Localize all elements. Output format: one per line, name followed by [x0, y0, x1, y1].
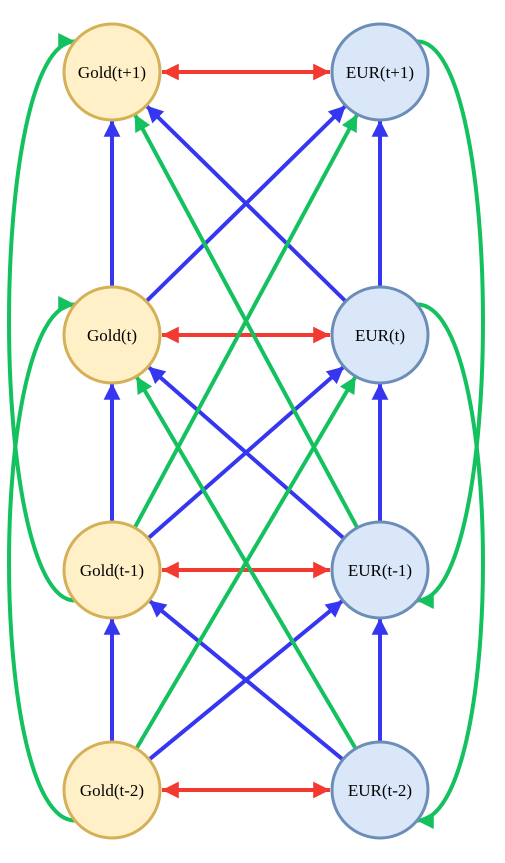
- edge-eur_tm1-to-gold_t: [146, 365, 346, 540]
- node-label-gold_t1: Gold(t+1): [78, 63, 146, 82]
- edge-gold_tm2-to-gold_t: [7, 296, 76, 823]
- edge-eur_tm2-to-gold_tm1: [147, 598, 345, 762]
- node-label-eur_tm1: EUR(t-1): [348, 561, 412, 580]
- edge-eur_t1-to-eur_tm1: [416, 39, 485, 609]
- edge-eur_t-to-eur_tm2: [416, 302, 485, 829]
- node-eur_tm1: EUR(t-1): [330, 520, 430, 620]
- node-label-gold_tm2: Gold(t-2): [80, 781, 144, 800]
- node-gold_tm1: Gold(t-1): [62, 520, 162, 620]
- node-label-gold_tm1: Gold(t-1): [80, 561, 144, 580]
- nodes-layer: Gold(t+1) EUR(t+1) Gold(t) EUR(t) Gold(t-1) E…: [62, 22, 430, 840]
- node-circle-eur_tm1: [330, 520, 430, 620]
- edge-eur_t-to-gold_t1: [144, 104, 348, 303]
- edges-layer: [7, 33, 485, 829]
- node-label-eur_t: EUR(t): [355, 326, 405, 345]
- node-circle-eur_t1: [330, 22, 430, 122]
- node-gold_t1: Gold(t+1): [62, 22, 162, 122]
- node-circle-gold_tm1: [62, 520, 162, 620]
- node-circle-eur_t: [330, 285, 430, 385]
- node-label-eur_tm2: EUR(t-2): [348, 781, 412, 800]
- node-eur_t1: EUR(t+1): [330, 22, 430, 122]
- edge-eur_tm2-to-gold_t: [134, 375, 358, 750]
- node-gold_tm2: Gold(t-2): [62, 740, 162, 840]
- node-circle-gold_t1: [62, 22, 162, 122]
- node-circle-gold_t: [62, 285, 162, 385]
- node-label-gold_t: Gold(t): [87, 326, 137, 345]
- node-circle-eur_tm2: [330, 740, 430, 840]
- node-gold_t: Gold(t): [62, 285, 162, 385]
- node-eur_tm2: EUR(t-2): [330, 740, 430, 840]
- node-label-eur_t1: EUR(t+1): [346, 63, 414, 82]
- node-eur_t: EUR(t): [330, 285, 430, 385]
- edge-gold_tm1-to-gold_t1: [7, 33, 76, 603]
- edge-eur_tm1-to-gold_t1: [132, 113, 360, 529]
- node-circle-gold_tm2: [62, 740, 162, 840]
